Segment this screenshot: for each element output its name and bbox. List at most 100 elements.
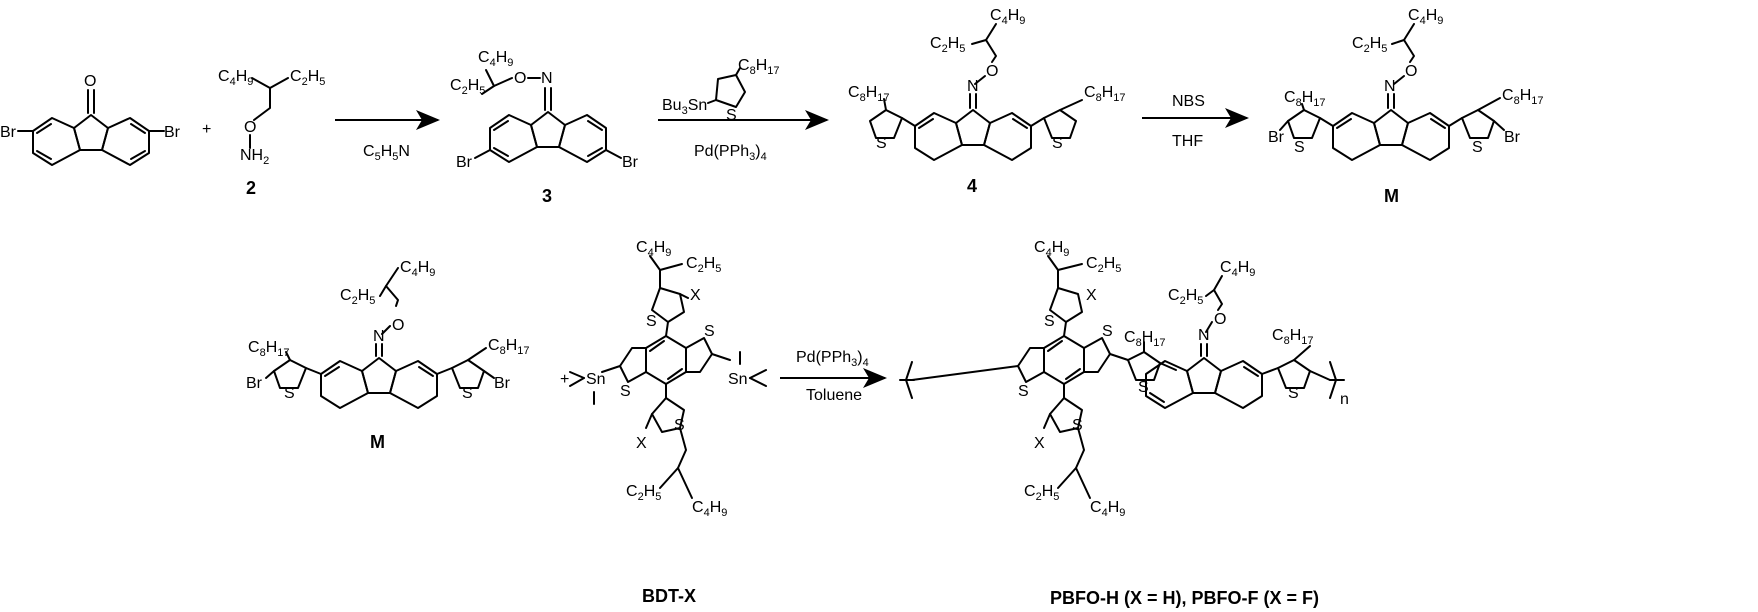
bromine-atom: Br (246, 375, 263, 392)
bromine-atom: Br (1504, 129, 1521, 146)
oxygen-atom: O (1405, 63, 1417, 80)
oxygen-atom: O (514, 70, 526, 87)
butyl-group: C4H9 (1220, 259, 1255, 279)
monomer-M-structure-2: C4H9 C2H5 O N C8H17 Br S C8H17 Br S (246, 259, 530, 409)
substituent-x: X (1086, 287, 1097, 304)
solvent-thf: THF (1172, 133, 1203, 150)
sulfur-atom: S (704, 323, 715, 340)
plus-sign: + (560, 371, 569, 388)
oxygen-atom: O (84, 73, 96, 90)
octyl-group: C8H17 (738, 57, 780, 77)
butyl-group: C4H9 (478, 49, 513, 69)
ethyl-group: C2H5 (450, 77, 485, 97)
monomer-M-label: M (1384, 186, 1399, 206)
compound-3-structure: C4H9 C2H5 O N Br Br (450, 49, 639, 171)
trimethylstannyl-group: Sn (586, 371, 606, 388)
ethyl-group: C2H5 (686, 255, 721, 275)
dibromofluorenone-structure: O Br Br (0, 73, 181, 166)
compound-4-label: 4 (967, 176, 977, 196)
octyl-group: C8H17 (1502, 87, 1544, 107)
substituent-x: X (636, 435, 647, 452)
imine-nitrogen: N (1198, 327, 1210, 344)
plus-sign: + (202, 121, 211, 138)
bromine-atom: Br (164, 124, 181, 141)
sulfur-atom: S (1294, 139, 1305, 156)
sulfur-atom: S (462, 385, 473, 402)
ethyl-group: C2H5 (1086, 255, 1121, 275)
ethyl-group: C2H5 (290, 68, 325, 88)
solvent-toluene: Toluene (806, 387, 862, 404)
octyl-group: C8H17 (248, 339, 290, 359)
sulfur-atom: S (1102, 323, 1113, 340)
ethyl-group: C2H5 (1352, 35, 1387, 55)
sulfur-atom: S (1052, 135, 1063, 152)
butyl-group: C4H9 (990, 7, 1025, 27)
butyl-group: C4H9 (692, 499, 727, 519)
bromine-atom: Br (622, 154, 639, 171)
catalyst-pd-pph3-4: Pd(PPh3)4 (694, 143, 767, 163)
ethyl-group: C2H5 (340, 287, 375, 307)
catalyst-pd-pph3-4: Pd(PPh3)4 (796, 349, 869, 369)
compound-3-label: 3 (542, 186, 552, 206)
reagent-pyridine: C5H5N (363, 143, 410, 163)
polymer-label: PBFO-H (X = H), PBFO-F (X = F) (1050, 588, 1319, 608)
sulfur-atom: S (1018, 383, 1029, 400)
sulfur-atom: S (726, 107, 737, 124)
polymer-structure: C4H9 C2H5 X S S S S X C2H5 C4H9 C8H17 S … (899, 239, 1349, 519)
octyl-group: C8H17 (1284, 89, 1326, 109)
octyl-group: C8H17 (1084, 84, 1126, 104)
bromine-atom: Br (0, 124, 17, 141)
monomer-M-structure: C4H9 C2H5 O N C8H17 Br S C8H17 Br S (1268, 7, 1544, 161)
butyl-group: C4H9 (1034, 239, 1069, 259)
reagent-nbs: NBS (1172, 93, 1205, 110)
imine-nitrogen: N (1384, 78, 1396, 95)
sulfur-atom: S (876, 135, 887, 152)
octyl-group: C8H17 (488, 337, 530, 357)
sulfur-atom: S (1472, 139, 1483, 156)
ethyl-group: C2H5 (626, 483, 661, 503)
octyl-group: C8H17 (1124, 329, 1166, 349)
bromine-atom: Br (494, 375, 511, 392)
oxygen-atom: O (244, 119, 256, 136)
ethyl-group: C2H5 (930, 35, 965, 55)
imine-nitrogen: N (967, 78, 979, 95)
sulfur-atom: S (284, 385, 295, 402)
bdt-x-structure: C4H9 C2H5 X S S S Sn Sn S X C2H5 C4H9 (569, 239, 767, 519)
butyl-group: C4H9 (1408, 7, 1443, 27)
oxygen-atom: O (1214, 311, 1226, 328)
sulfur-atom: S (1072, 417, 1083, 434)
compound-4-structure: C4H9 C2H5 O N S C8H17 S C8H17 (848, 7, 1126, 161)
trimethylstannyl-group: Sn (728, 371, 748, 388)
bdt-x-label: BDT-X (642, 586, 696, 606)
compound-2-structure: C4H9 C2H5 O NH2 (218, 68, 325, 167)
sulfur-atom: S (1138, 379, 1149, 396)
butyl-group: C4H9 (1090, 499, 1125, 519)
oxygen-atom: O (986, 63, 998, 80)
sulfur-atom: S (620, 383, 631, 400)
imine-nitrogen: N (373, 328, 385, 345)
ethyl-group: C2H5 (1024, 483, 1059, 503)
bromine-atom: Br (1268, 129, 1285, 146)
octyl-group: C8H17 (848, 84, 890, 104)
stannyl-thiophene-reagent: C8H17 S Bu3Sn (662, 57, 780, 124)
bromine-atom: Br (456, 154, 473, 171)
octyl-group: C8H17 (1272, 327, 1314, 347)
amine-group: NH2 (240, 147, 269, 167)
substituent-x: X (690, 287, 701, 304)
repeat-unit-n: n (1340, 391, 1349, 408)
tributylstannyl-group: Bu3Sn (662, 97, 707, 117)
sulfur-atom: S (1044, 313, 1055, 330)
imine-nitrogen: N (541, 70, 553, 87)
butyl-group: C4H9 (636, 239, 671, 259)
sulfur-atom: S (1288, 385, 1299, 402)
monomer-M-label-2: M (370, 432, 385, 452)
sulfur-atom: S (674, 417, 685, 434)
oxygen-atom: O (392, 317, 404, 334)
substituent-x: X (1034, 435, 1045, 452)
ethyl-group: C2H5 (1168, 287, 1203, 307)
sulfur-atom: S (646, 313, 657, 330)
butyl-group: C4H9 (218, 68, 253, 88)
butyl-group: C4H9 (400, 259, 435, 279)
compound-2-label: 2 (246, 178, 256, 198)
